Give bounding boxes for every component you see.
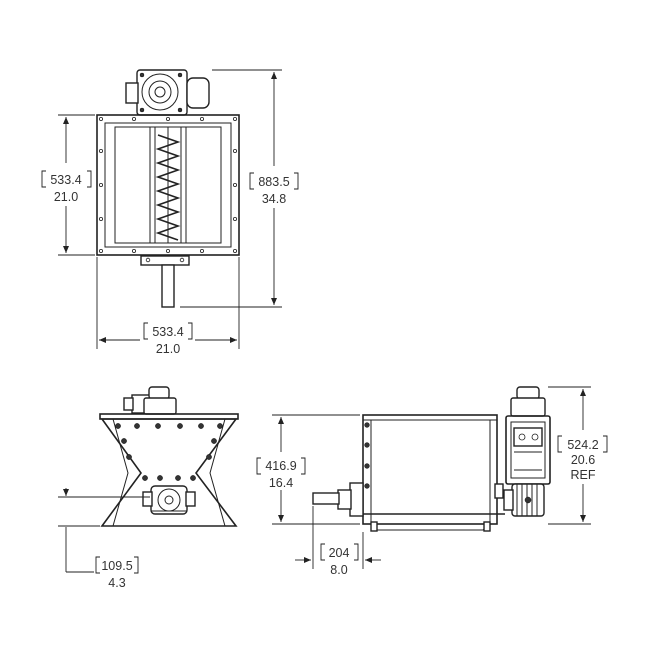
dim-side-view-height: 416.9 16.4: [256, 414, 360, 525]
top-view-auger: [149, 126, 187, 244]
top-view-height-imperial: 21.0: [54, 190, 78, 204]
front-view-motor: [123, 386, 177, 415]
shaft-extension-metric: 204: [329, 546, 350, 560]
side-view-height-imperial: 16.4: [269, 476, 293, 490]
top-view-shaft: [140, 255, 190, 308]
overall-height-metric: 883.5: [258, 175, 289, 189]
dim-shaft-extension: 204 8.0: [295, 506, 381, 577]
side-view-height-metric: 416.9: [265, 459, 296, 473]
outlet-offset-imperial: 4.3: [108, 576, 125, 590]
top-view-width-metric: 533.4: [152, 325, 183, 339]
front-view: [99, 386, 239, 527]
dim-top-view-height: 533.4 21.0: [41, 114, 95, 256]
front-view-hopper: [99, 413, 239, 527]
overall-height-imperial: 34.8: [262, 192, 286, 206]
top-view-flange: [96, 114, 240, 256]
top-view-height-metric: 533.4: [50, 173, 81, 187]
side-view: [312, 414, 505, 532]
outlet-offset-metric: 109.5: [101, 559, 132, 573]
front-view-outlet: [142, 485, 196, 515]
dim-end-view-height: 524.2 20.6 REF: [548, 386, 608, 525]
end-view-height-note: REF: [571, 468, 596, 482]
dim-overall-height: 883.5 34.8: [180, 69, 299, 308]
top-view: [96, 69, 240, 308]
end-view-height-imperial: 20.6: [571, 453, 595, 467]
dim-top-view-width: 533.4 21.0: [96, 257, 240, 356]
top-view-width-imperial: 21.0: [156, 342, 180, 356]
dim-outlet-offset: 109.5 4.3: [58, 488, 150, 590]
top-view-motor: [125, 69, 210, 116]
end-view-height-metric: 524.2: [567, 438, 598, 452]
shaft-extension-imperial: 8.0: [330, 563, 347, 577]
end-view: [503, 386, 551, 517]
